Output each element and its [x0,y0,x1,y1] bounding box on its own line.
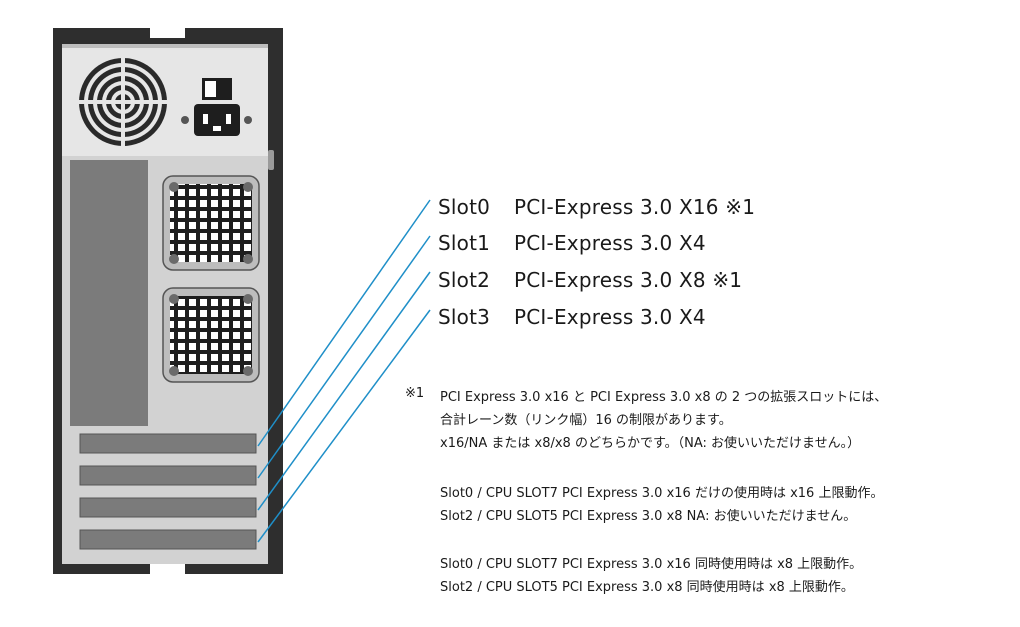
psu-fan-icon [79,58,167,146]
slot-id: Slot0 [438,195,491,219]
note-marker: ※1 [405,386,425,401]
slot-label-2: Slot2 PCI-Express 3.0 X8 ※1 [438,268,742,292]
note-line-6: Slot0 / CPU SLOT7 PCI Express 3.0 x16 同時… [440,557,863,572]
slot-cover-0 [79,433,257,454]
note-line-3: x16/NA または x8/x8 のどちらかです。（NA: お使いいただけません… [440,436,861,451]
leader-line-slot0 [257,199,431,447]
note-line-2: 合計レーン数（リンク幅）16 の制限があります。 [440,413,732,428]
slot-id: Slot1 [438,231,491,255]
slot-cover-1 [79,465,257,486]
note-line-4: Slot0 / CPU SLOT7 PCI Express 3.0 x16 だけ… [440,486,884,501]
power-switch-icon [202,78,232,100]
slot-cover-3 [79,529,257,550]
case-fan-icon [162,287,260,383]
slot-id: Slot3 [438,305,491,329]
leader-lines [257,199,431,543]
slot-spec: PCI-Express 3.0 X8 ※1 [514,268,743,292]
leader-line-slot3 [257,309,431,543]
slot-spec: PCI-Express 3.0 X16 ※1 [514,195,756,219]
expansion-slots [79,433,257,550]
slot-cover-2 [79,497,257,518]
leader-line-slot2 [257,271,431,511]
power-socket-icon [181,104,252,136]
note-line-5: Slot2 / CPU SLOT5 PCI Express 3.0 x8 NA:… [440,509,857,524]
slot-label-1: Slot1 PCI-Express 3.0 X4 [438,231,706,255]
case-fan-icon [162,175,260,271]
note-line-7: Slot2 / CPU SLOT5 PCI Express 3.0 x8 同時使… [440,580,854,595]
io-panel [70,160,148,426]
slot-label-3: Slot3 PCI-Express 3.0 X4 [438,305,706,329]
slot-label-0: Slot0 PCI-Express 3.0 X16 ※1 [438,195,755,219]
leader-line-slot1 [257,235,431,479]
slot-spec: PCI-Express 3.0 X4 [514,231,706,255]
slot-id: Slot2 [438,268,491,292]
note-line-1: PCI Express 3.0 x16 と PCI Express 3.0 x8… [440,390,888,405]
slot-spec: PCI-Express 3.0 X4 [514,305,706,329]
